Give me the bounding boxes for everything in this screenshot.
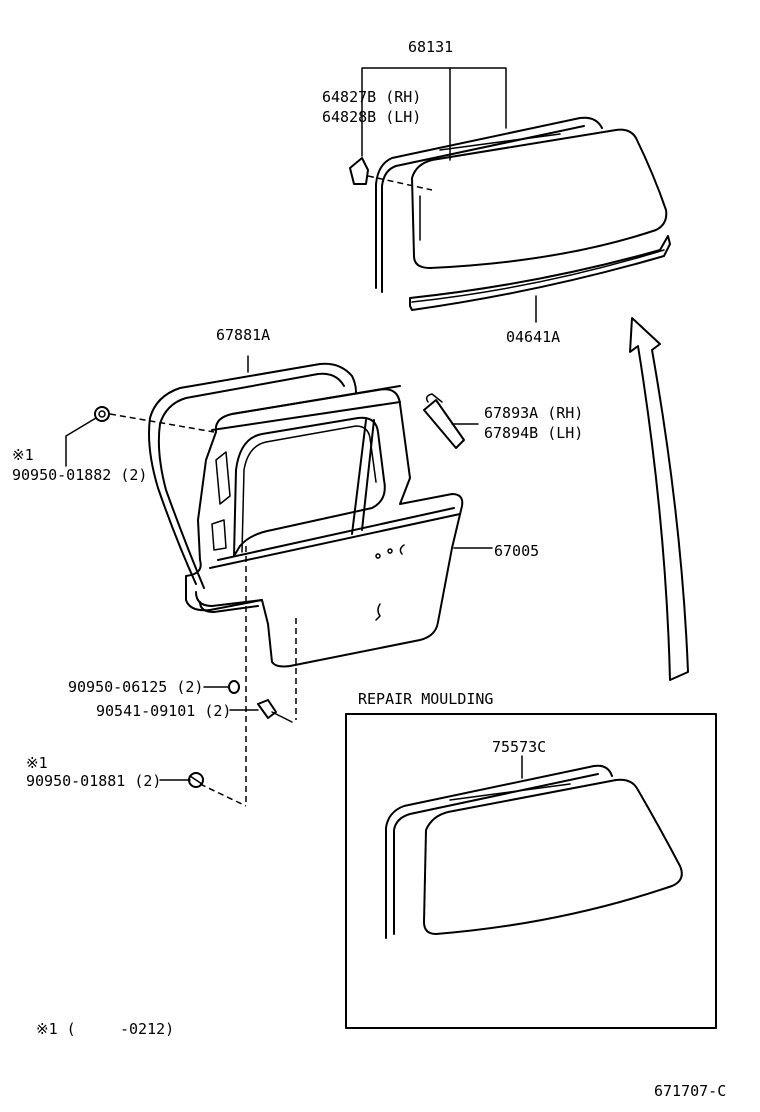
clip-90950-01882 [65, 406, 215, 467]
label-67881a: 67881A [216, 326, 270, 344]
repair-glass [423, 778, 683, 935]
stay-67893a [423, 393, 479, 449]
dash-line-clip [199, 783, 247, 807]
label-64828b: 64828B (LH) [322, 108, 421, 126]
clip-64827b [349, 157, 433, 191]
leader-68131 [361, 67, 507, 161]
note-mark-bottom: ※1 [26, 754, 48, 772]
glass-moulding [375, 116, 603, 293]
footnote-range: -0212) [120, 1020, 174, 1038]
label-90950-01882: 90950-01882 (2) [12, 466, 147, 484]
repair-moulding-box [345, 713, 717, 1029]
label-68131: 68131 [408, 38, 453, 56]
back-window-glass [411, 128, 668, 269]
weatherstrip-67881a [148, 362, 357, 613]
diagram-id: 671707-C [654, 1082, 726, 1100]
label-64827b: 64827B (RH) [322, 88, 421, 106]
bolt-90541-09101 [229, 699, 293, 723]
label-67894b: 67894B (LH) [484, 424, 583, 442]
repair-moulding-title: REPAIR MOULDING [358, 690, 493, 708]
label-90950-01881: 90950-01881 (2) [26, 772, 161, 790]
label-75573c: 75573C [492, 738, 546, 756]
ring-90950-06125 [203, 680, 240, 694]
label-90541-09101: 90541-09101 (2) [96, 702, 231, 720]
note-mark-top: ※1 [12, 446, 34, 464]
repair-moulding [385, 764, 613, 939]
label-67893a: 67893A (RH) [484, 404, 583, 422]
back-door-panel [185, 385, 464, 668]
dam-strip [409, 235, 671, 311]
label-67005: 67005 [494, 542, 539, 560]
label-04641a: 04641A [506, 328, 560, 346]
label-90950-06125: 90950-06125 (2) [68, 678, 203, 696]
footnote-mark: ※1 ( [36, 1020, 76, 1038]
assembly-arrow [629, 317, 689, 681]
clip-90950-01881 [159, 772, 204, 788]
